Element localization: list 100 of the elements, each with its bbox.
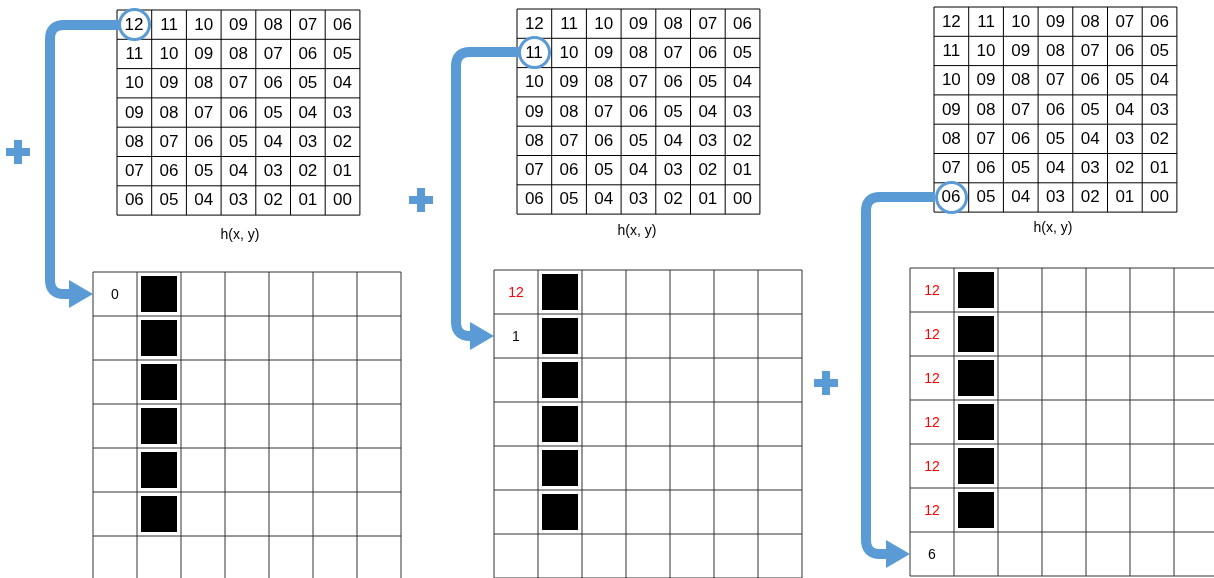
- cell-value: 05: [662, 100, 684, 123]
- cell-value: 09: [123, 101, 145, 124]
- cell-value: 08: [975, 98, 997, 121]
- cell-value: 05: [227, 130, 249, 153]
- cell-value: 08: [1010, 69, 1032, 92]
- cell-value: 03: [1149, 98, 1170, 121]
- elbow-arrow: [451, 47, 519, 350]
- cell-value: 06: [627, 100, 649, 123]
- cell-value: 02: [262, 189, 284, 212]
- cell-value: 07: [227, 72, 249, 95]
- cell-value: 07: [158, 130, 180, 153]
- cell-value: 08: [662, 12, 684, 35]
- cell-value: 06: [332, 13, 353, 36]
- cell-value: 02: [1079, 186, 1101, 209]
- cell-value: 05: [332, 42, 353, 65]
- cell-value: 05: [697, 71, 719, 94]
- cell-value: 07: [262, 42, 284, 65]
- cell-value: 05: [732, 41, 753, 64]
- cell-value: 01: [297, 189, 319, 212]
- cell-value: 09: [1010, 39, 1032, 62]
- cell-value: 08: [523, 129, 545, 152]
- cell-value: 10: [123, 72, 145, 95]
- cell-value: 06: [662, 71, 684, 94]
- cell-value: 08: [227, 42, 249, 65]
- cell-value: 04: [332, 72, 353, 95]
- cell-value: 01: [1149, 157, 1170, 180]
- cell-value: 10: [593, 12, 615, 35]
- cell-value: 00: [1149, 186, 1170, 209]
- cell-value: 03: [1114, 127, 1136, 150]
- cell-value: 09: [227, 13, 249, 36]
- cell-value: 08: [262, 13, 284, 36]
- cell-value: 06: [123, 189, 145, 212]
- cell-value: 07: [558, 129, 580, 152]
- cell-value: 08: [123, 130, 145, 153]
- cell-value: 07: [123, 160, 145, 183]
- cell-value: 10: [940, 69, 962, 92]
- cell-value: 04: [1044, 157, 1066, 180]
- cell-value: 05: [593, 159, 615, 182]
- cell-value: 04: [732, 71, 753, 94]
- cell-value: 04: [1149, 69, 1170, 92]
- table-caption: h(x, y): [1032, 219, 1074, 237]
- cell-value: 07: [297, 13, 319, 36]
- circled-number: 11: [517, 36, 551, 70]
- cell-value: 11: [159, 13, 179, 36]
- cell-value: 08: [627, 41, 649, 64]
- cell-value: 06: [1149, 10, 1170, 33]
- cell-value: 04: [1114, 98, 1136, 121]
- cell-value: 07: [523, 159, 545, 182]
- cell-value: 03: [1044, 186, 1066, 209]
- cell-value: 05: [558, 188, 580, 211]
- cell-value: 12: [507, 283, 525, 302]
- cell-value: 10: [158, 42, 180, 65]
- cell-value: 04: [627, 159, 649, 182]
- cell-value: 05: [1010, 157, 1032, 180]
- cell-value: 08: [193, 72, 215, 95]
- cell-value: 07: [1079, 39, 1101, 62]
- cell-value: 11: [976, 10, 996, 33]
- cell-value: 06: [262, 72, 284, 95]
- cell-value: 04: [262, 130, 284, 153]
- cell-value: 04: [593, 188, 615, 211]
- cell-value: 08: [593, 71, 615, 94]
- cell-value: 12: [923, 413, 941, 432]
- cell-value: 02: [297, 160, 319, 183]
- cell-value: 08: [158, 101, 180, 124]
- cell-value: 09: [593, 41, 615, 64]
- cell-value: 08: [1079, 10, 1101, 33]
- cell-value: 12: [923, 501, 941, 520]
- grid-cell: 1: [494, 314, 538, 358]
- cell-value: 09: [158, 72, 180, 95]
- cell-value: 12: [923, 457, 941, 476]
- cell-value: 06: [158, 160, 180, 183]
- elbow-arrow: [45, 20, 119, 308]
- cell-value: 11: [559, 12, 579, 35]
- cell-value: 05: [627, 129, 649, 152]
- cell-value: 03: [697, 129, 719, 152]
- cell-value: 02: [1149, 127, 1170, 150]
- grid-cell: 6: [910, 532, 954, 576]
- table-caption: h(x, y): [219, 226, 261, 244]
- cell-value: 01: [1114, 186, 1136, 209]
- cell-value: 07: [1044, 69, 1066, 92]
- cell-value: 09: [627, 12, 649, 35]
- elbow-arrow: [861, 192, 935, 568]
- cell-value: 06: [593, 129, 615, 152]
- cell-value: 11: [941, 39, 962, 62]
- cell-value: 09: [940, 98, 962, 121]
- cell-value: 03: [662, 159, 684, 182]
- cell-value: 07: [627, 71, 649, 94]
- cell-value: 00: [332, 189, 353, 212]
- cell-value: 10: [523, 71, 545, 94]
- cell-value: 03: [227, 189, 249, 212]
- cell-value: 06: [558, 159, 580, 182]
- cell-value: 03: [332, 101, 353, 124]
- cell-value: 05: [975, 186, 997, 209]
- cell-value: 06: [1079, 69, 1101, 92]
- cell-value: 08: [1044, 39, 1066, 62]
- table-caption: h(x, y): [616, 222, 658, 240]
- cell-value: 07: [697, 12, 719, 35]
- cell-value: 01: [732, 159, 753, 182]
- cell-value: 02: [697, 159, 719, 182]
- cell-value: 12: [523, 12, 545, 35]
